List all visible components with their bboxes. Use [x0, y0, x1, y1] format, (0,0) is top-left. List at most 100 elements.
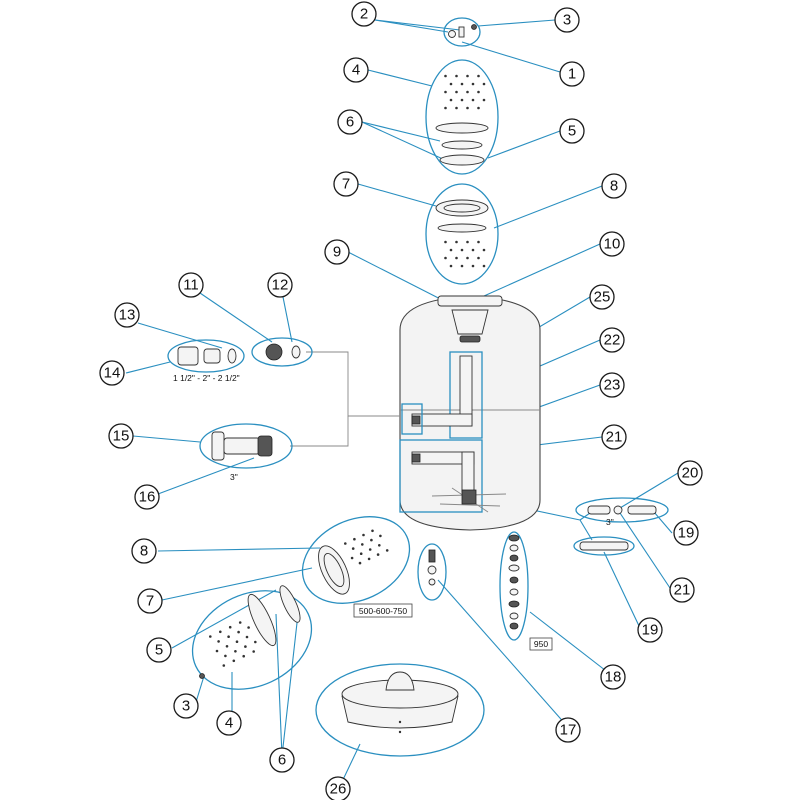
lid-dots-dot-3 — [477, 74, 480, 78]
leader-21b — [617, 509, 671, 589]
bracket-upper — [306, 351, 400, 417]
callout-10: 10 — [599, 231, 625, 257]
callout-18-ring — [600, 664, 626, 690]
side-flange-dots-dot-10 — [368, 548, 372, 551]
callout-11: 11 — [178, 272, 204, 298]
flange-ring-inner — [443, 203, 481, 213]
base-screw-2 — [398, 730, 402, 734]
flange-halo — [425, 183, 499, 285]
side-lid-dots-dot-10 — [235, 640, 239, 643]
side-lid-dots-dot-19 — [252, 650, 255, 653]
leader-7a — [357, 183, 437, 207]
callout-8a-ring — [601, 173, 627, 199]
leader-3a — [477, 19, 556, 27]
union-tail — [203, 348, 221, 364]
callout-7a-ring — [333, 171, 359, 197]
collector-spares: 3" — [573, 497, 669, 556]
callout-4a-ring — [343, 57, 369, 83]
side-flange-dots-dot-12 — [358, 561, 362, 565]
side-lid-dots-dot-3 — [238, 621, 242, 624]
callout-21a-label: 21 — [606, 429, 623, 446]
callout-20-ring — [677, 460, 703, 486]
callout-18: 18 — [600, 664, 626, 690]
collector-halo-lower — [573, 536, 635, 556]
diffuser-cup — [451, 309, 489, 335]
upper-pipe-box — [449, 351, 483, 439]
callout-19b-ring — [637, 617, 663, 643]
flange-dots-dot-6 — [471, 248, 475, 252]
leader-6a-1 — [361, 121, 441, 142]
side-flange-inner — [323, 552, 345, 588]
lateral-2 — [439, 503, 501, 507]
side-flange-dots-dot-5 — [361, 543, 364, 546]
callout-19b: 19 — [637, 617, 663, 643]
callout-21b: 21 — [669, 577, 695, 603]
side-flange-dots-dot-4 — [351, 547, 355, 550]
side-flange-dots-dot-2 — [362, 533, 365, 537]
callout-4a: 4 — [343, 57, 369, 83]
lid-flange — [435, 122, 489, 134]
top-bleeder-group — [443, 17, 481, 47]
model-large-box: 950 — [529, 637, 553, 651]
callout-12: 12 — [267, 272, 293, 298]
collector-3in-caption: 3" — [606, 517, 614, 527]
union-small-halo — [251, 337, 313, 367]
side-flange-halo — [301, 516, 411, 604]
lid-dots-dot-4 — [449, 82, 453, 86]
callout-3b-ring — [173, 693, 199, 719]
valve-kit-piece-5 — [509, 588, 519, 596]
lid-dots-dot-1 — [455, 74, 458, 78]
callout-10-label: 10 — [604, 236, 621, 253]
callout-16-label: 16 — [139, 489, 156, 506]
side-lid-dots-dot-8 — [215, 649, 219, 653]
lid-dots-dot-7 — [482, 82, 486, 86]
leader-17 — [437, 579, 568, 727]
callout-8b: 8 — [131, 538, 157, 564]
callout-15: 15 — [108, 423, 134, 449]
side-valve-box-upper — [401, 403, 423, 435]
leader-10 — [483, 243, 601, 297]
lid-screws — [444, 74, 486, 110]
side-lid-dots-dot-11 — [245, 635, 249, 639]
collector-ring — [613, 505, 623, 515]
callout-25: 25 — [589, 284, 615, 310]
upper-horizontal-pipe — [411, 413, 473, 427]
lid-halo — [425, 59, 499, 175]
union-large-flange — [211, 431, 225, 461]
collector-lateral-long — [627, 505, 657, 515]
bleeder-body — [458, 26, 465, 38]
diffuser-ring — [459, 335, 481, 343]
union-large-halo — [199, 423, 293, 469]
leader-5a — [487, 130, 561, 159]
callout-15-label: 15 — [113, 428, 130, 445]
callout-4b: 4 — [216, 710, 242, 736]
callout-14-label: 14 — [104, 365, 121, 382]
union-11-12 — [251, 337, 313, 367]
side-lid-gasket — [247, 593, 277, 647]
union-15-16: 3" — [199, 423, 293, 482]
callout-15-ring — [108, 423, 134, 449]
side-lid-dots-dot-7 — [247, 626, 250, 629]
callout-16-ring — [134, 484, 160, 510]
side-flange-dots-dot-13 — [367, 557, 371, 561]
drain-plug-cap — [427, 565, 437, 575]
side-lid-dots-dot-13 — [234, 650, 237, 653]
callout-11-ring — [178, 272, 204, 298]
collector-lateral-short — [587, 505, 611, 515]
callout-19a-ring — [673, 520, 699, 546]
leader-13 — [137, 322, 223, 349]
callout-4b-ring — [216, 710, 242, 736]
collector-halo-upper — [575, 497, 669, 523]
callout-19b-label: 19 — [642, 622, 659, 639]
lower-thread — [411, 453, 421, 463]
valve-kit-piece-4 — [509, 576, 519, 584]
lid-dots-dot-12 — [449, 98, 453, 102]
callout-26: 26 — [325, 776, 351, 802]
callout-6b: 6 — [269, 747, 295, 773]
leader-6b-2 — [281, 613, 299, 757]
callout-25-ring — [589, 284, 615, 310]
callout-12-label: 12 — [272, 277, 289, 294]
union-body — [177, 346, 199, 366]
collector-laterals — [431, 487, 507, 513]
